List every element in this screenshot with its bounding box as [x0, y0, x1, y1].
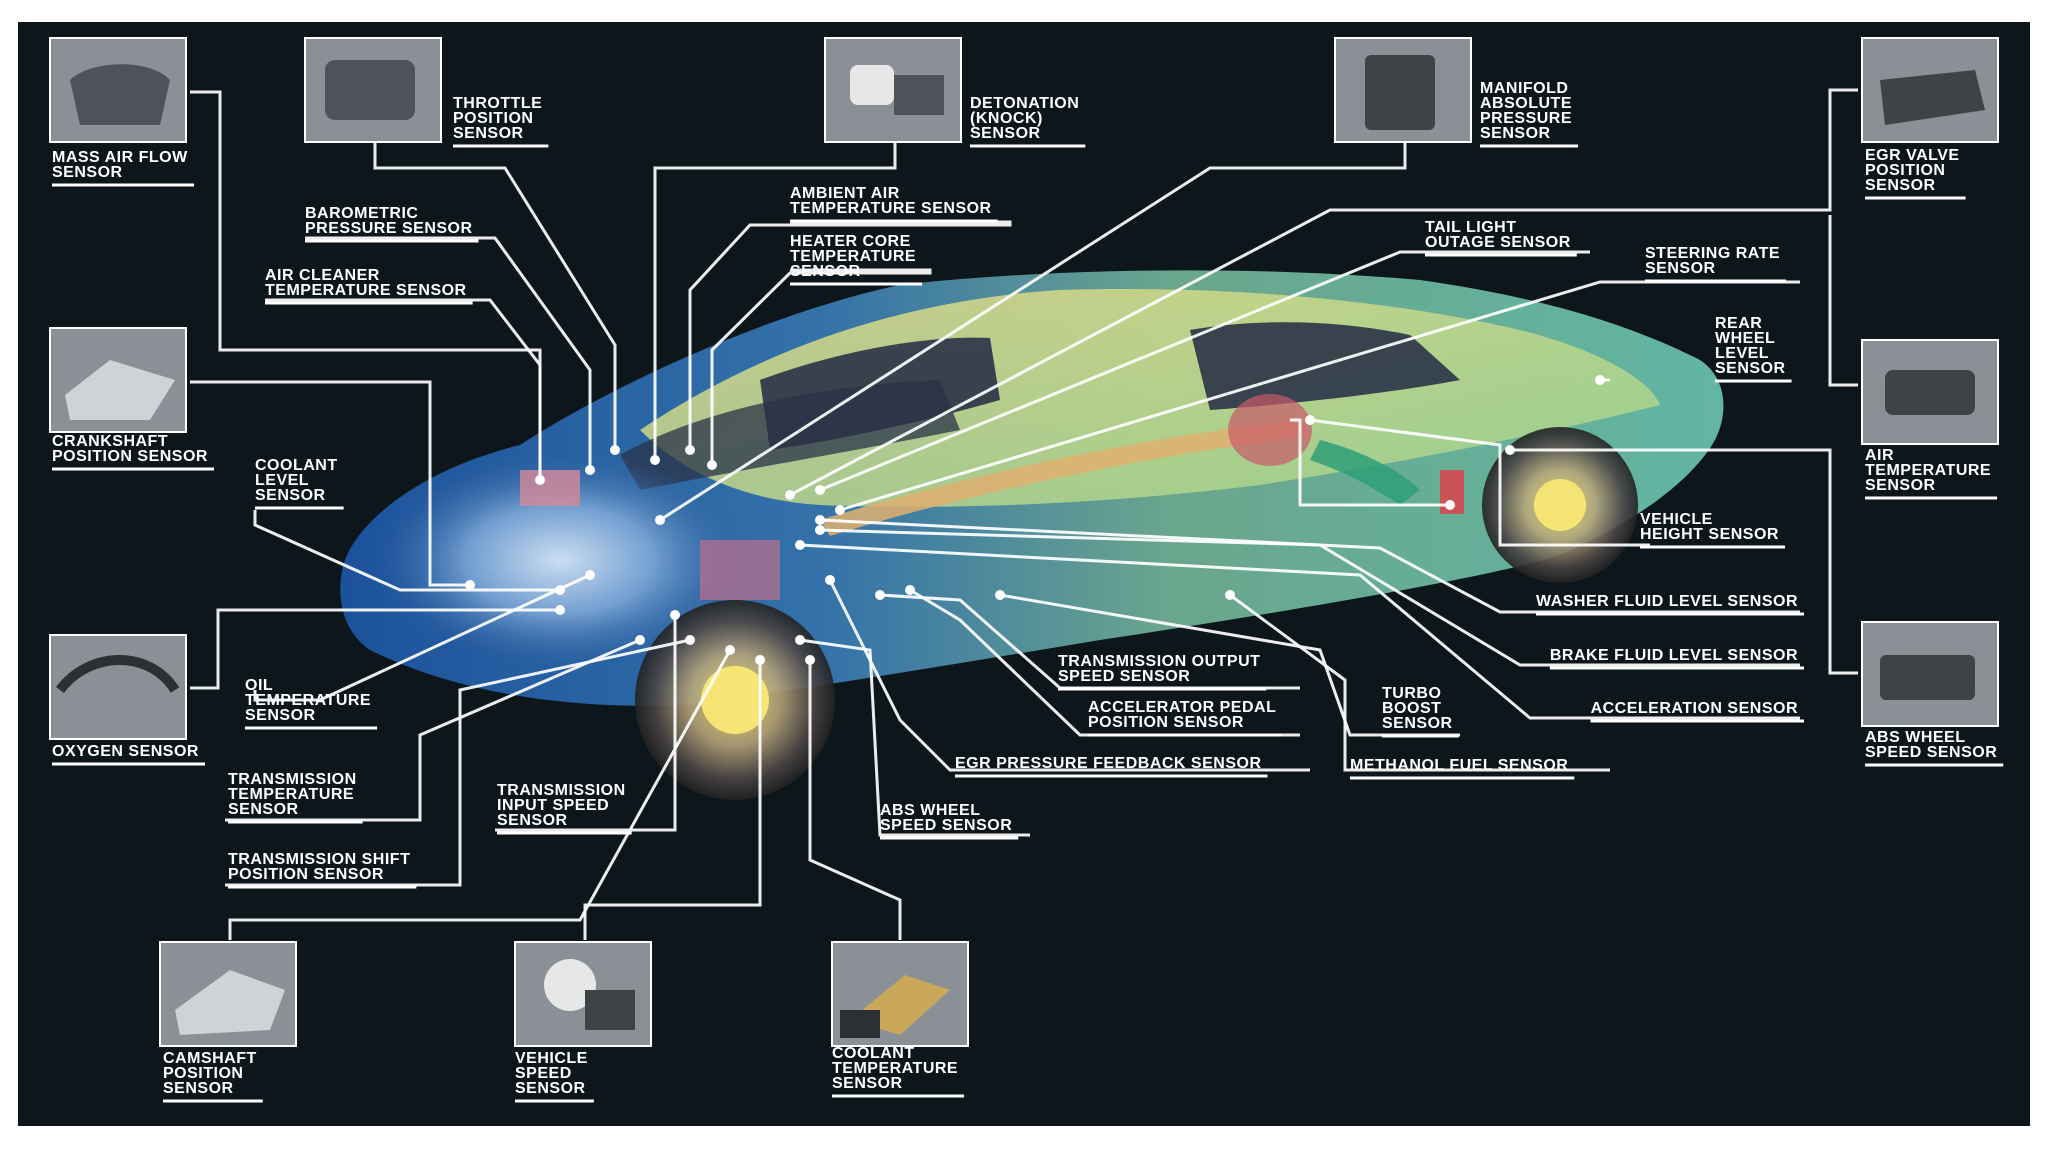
crankshaft-position-label-line: POSITION SENSOR: [52, 448, 208, 465]
washer-fluid-level-label: WASHER FLUID LEVEL SENSOR: [1536, 593, 1798, 610]
abs-wheel-speed-right-label-line: SPEED SENSOR: [1865, 744, 1997, 761]
mass-air-flow-sensor-image: [50, 38, 186, 142]
tail-light-outage-label-line: OUTAGE SENSOR: [1425, 234, 1571, 251]
camshaft-position-label-line: SENSOR: [163, 1080, 234, 1097]
ambient-air-temperature-label-line: TEMPERATURE SENSOR: [790, 200, 992, 217]
vehicle-speed-sensor-image: [515, 942, 651, 1046]
transmission-shift-position-label: TRANSMISSION SHIFTPOSITION SENSOR: [228, 851, 410, 883]
crankshaft-position-sensor-image: [50, 328, 186, 432]
steering-rate-label-line: SENSOR: [1645, 260, 1716, 277]
manifold-absolute-pressure-sensor-image: [1335, 38, 1471, 142]
coolant-temperature-label-line: SENSOR: [832, 1075, 903, 1092]
vehicle-height-label-line: HEIGHT SENSOR: [1640, 526, 1779, 543]
heater-core-temperature-label-line: SENSOR: [790, 263, 861, 280]
transmission-temperature-label-line: SENSOR: [228, 801, 299, 818]
throttle-position-sensor-image: [305, 38, 441, 142]
air-temperature-label-line: SENSOR: [1865, 477, 1936, 494]
transmission-output-speed-label-line: SPEED SENSOR: [1058, 668, 1190, 685]
rear-wheel-level-label-line: SENSOR: [1715, 360, 1786, 377]
washer-fluid-level-label-line: WASHER FLUID LEVEL SENSOR: [1536, 593, 1798, 610]
barometric-pressure-label-line: PRESSURE SENSOR: [305, 220, 473, 237]
abs-wheel-speed-sensor-right-image: [1862, 622, 1998, 726]
detonation-sensor-image: [825, 38, 961, 142]
egr-pressure-feedback-label: EGR PRESSURE FEEDBACK SENSOR: [955, 755, 1262, 772]
methanol-fuel-label-line: METHANOL FUEL SENSOR: [1350, 757, 1568, 774]
transmission-shift-position-label-line: POSITION SENSOR: [228, 866, 384, 883]
vehicle-speed-label-line: SENSOR: [515, 1080, 586, 1097]
mass-air-flow-label-line: SENSOR: [52, 164, 123, 181]
coolant-temperature-sensor-image: [832, 942, 968, 1046]
coolant-level-label-line: SENSOR: [255, 487, 326, 504]
air-temperature-sensor-image: [1862, 340, 1998, 444]
egr-valve-position-sensor-image: [1862, 38, 1998, 142]
air-cleaner-temperature-label-line: TEMPERATURE SENSOR: [265, 282, 467, 299]
acceleration-label: ACCELERATION SENSOR: [1591, 700, 1798, 717]
camshaft-position-sensor-image: [160, 942, 296, 1046]
brake-fluid-level-label-line: BRAKE FLUID LEVEL SENSOR: [1550, 647, 1798, 664]
oxygen-label: OXYGEN SENSOR: [52, 743, 199, 760]
detonation-label-line: SENSOR: [970, 125, 1041, 142]
oxygen-label-line: OXYGEN SENSOR: [52, 743, 199, 760]
abs-wheel-speed-center-label-line: SPEED SENSOR: [880, 817, 1012, 834]
methanol-fuel-label: METHANOL FUEL SENSOR: [1350, 757, 1568, 774]
turbo-boost-label-line: SENSOR: [1382, 715, 1453, 732]
transmission-input-speed-label-line: SENSOR: [497, 812, 568, 829]
accelerator-pedal-position-label-line: POSITION SENSOR: [1088, 714, 1244, 731]
acceleration-label-line: ACCELERATION SENSOR: [1591, 700, 1798, 717]
egr-valve-position-label-line: SENSOR: [1865, 177, 1936, 194]
brake-fluid-level-label: BRAKE FLUID LEVEL SENSOR: [1550, 647, 1798, 664]
manifold-absolute-pressure-label-line: SENSOR: [1480, 125, 1551, 142]
oxygen-sensor-image: [50, 635, 186, 739]
egr-pressure-feedback-label-line: EGR PRESSURE FEEDBACK SENSOR: [955, 755, 1262, 772]
oil-temperature-label-line: SENSOR: [245, 707, 316, 724]
throttle-position-label-line: SENSOR: [453, 125, 524, 142]
